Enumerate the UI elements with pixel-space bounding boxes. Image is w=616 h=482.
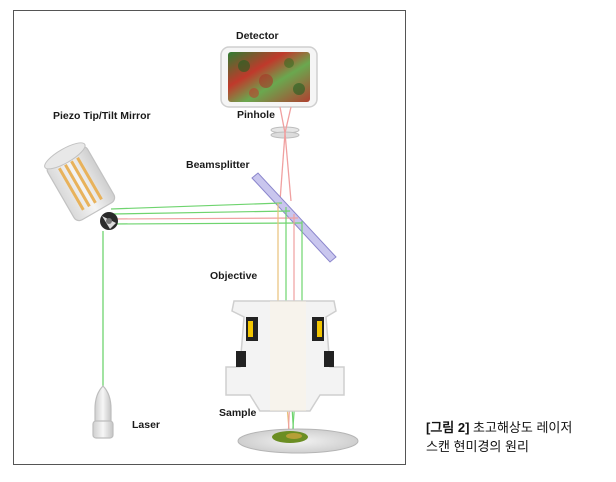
caption-label: [그림 2] <box>426 420 470 435</box>
label-sample: Sample <box>219 407 257 419</box>
detector-device <box>220 46 318 108</box>
label-pinhole: Pinhole <box>237 109 275 121</box>
beam-mirror-to-splitter <box>110 202 303 225</box>
label-laser: Laser <box>132 419 161 431</box>
figure-caption: [그림 2] 초고해상도 레이저 스캔 현미경의 원리 <box>426 418 611 456</box>
caption-text-1: 초고해상도 레이저 <box>473 420 573 435</box>
label-detector: Detector <box>236 30 279 42</box>
emission-beam-upper <box>279 106 292 202</box>
microscope-diagram <box>44 46 359 454</box>
objective-lens <box>225 300 345 412</box>
label-objective: Objective <box>210 270 258 282</box>
caption-line-1: [그림 2] 초고해상도 레이저 <box>426 418 611 437</box>
label-beamsplitter: Beamsplitter <box>186 159 250 171</box>
laser-device <box>92 385 114 439</box>
diagram-frame: Detector Pinhole Piezo Tip/Tilt Mirror B… <box>13 10 406 465</box>
caption-line-2: 스캔 현미경의 원리 <box>426 439 529 454</box>
mirror-head <box>100 212 118 230</box>
piezo-mirror-device <box>44 142 116 222</box>
label-mirror: Piezo Tip/Tilt Mirror <box>53 110 151 122</box>
sample-stage <box>237 428 359 454</box>
